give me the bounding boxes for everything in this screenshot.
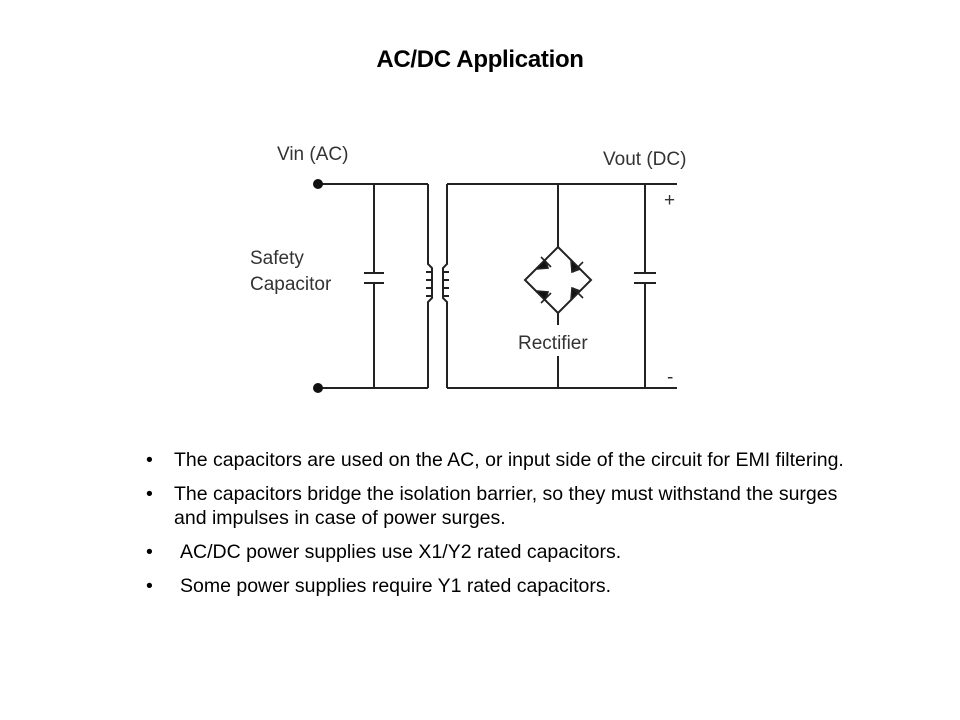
bullet-text: AC/DC power supplies use X1/Y2 rated cap… xyxy=(180,541,622,563)
bullet-text: The capacitors are used on the AC, or in… xyxy=(174,449,844,471)
bullet-marker: • xyxy=(146,449,153,471)
vout-label: Vout (DC) xyxy=(603,149,686,170)
safety-capacitor-label-line1: Safety xyxy=(250,248,304,269)
transformer-primary-wire xyxy=(427,184,433,388)
bullet-marker: • xyxy=(146,575,153,597)
safety-capacitor-label-line2: Capacitor xyxy=(250,274,332,295)
wires xyxy=(318,183,677,389)
minus-label: - xyxy=(667,367,673,388)
bullet-list: • The capacitors are used on the AC, or … xyxy=(146,448,846,608)
bullet-marker: • xyxy=(146,483,153,505)
diode-icon xyxy=(533,290,552,304)
bullet-marker: • xyxy=(146,541,153,563)
vin-terminal-bottom xyxy=(313,383,323,393)
diode-icon xyxy=(533,256,552,270)
bullet-item: • Some power supplies require Y1 rated c… xyxy=(146,574,846,598)
slide-title: AC/DC Application xyxy=(376,46,584,73)
rectifier-label: Rectifier xyxy=(518,333,588,354)
bullet-item: • The capacitors bridge the isolation ba… xyxy=(146,482,846,530)
rectifier-bridge xyxy=(523,245,593,315)
vin-label: Vin (AC) xyxy=(277,144,348,165)
diode-icon xyxy=(570,257,584,274)
bullet-item: • The capacitors are used on the AC, or … xyxy=(146,448,846,472)
bullet-text: Some power supplies require Y1 rated cap… xyxy=(180,575,612,597)
plus-label: + xyxy=(664,190,675,211)
bullet-text: The capacitors bridge the isolation barr… xyxy=(174,483,838,529)
diode-icon xyxy=(570,286,584,303)
bullet-item: • AC/DC power supplies use X1/Y2 rated c… xyxy=(146,540,846,564)
diodes xyxy=(533,256,584,304)
vin-terminal-top xyxy=(313,179,323,189)
transformer-secondary-wire xyxy=(442,184,448,388)
